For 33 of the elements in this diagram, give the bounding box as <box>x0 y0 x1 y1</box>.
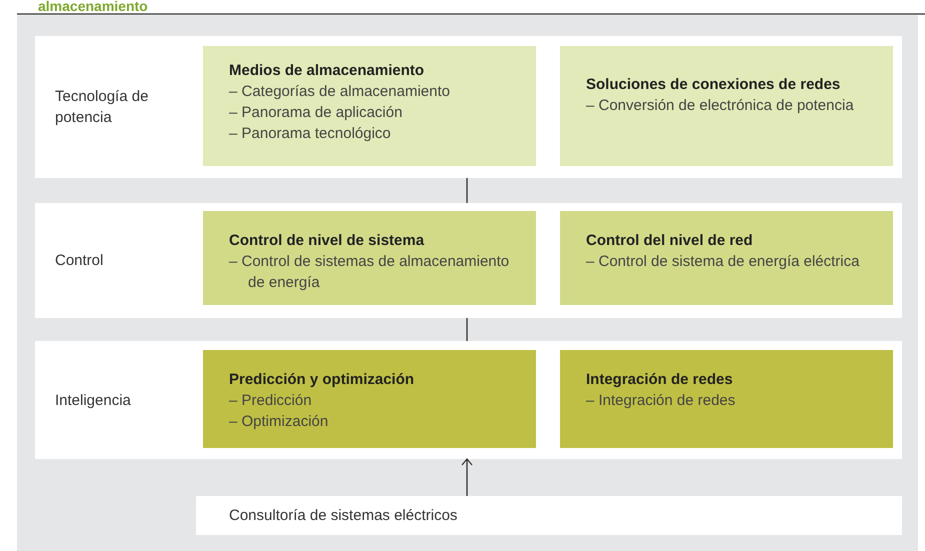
layer-band <box>196 496 902 535</box>
list-item: – Control de sistema de energía eléctrica <box>586 252 860 272</box>
category-box <box>203 211 536 305</box>
title: almacenamiento <box>38 0 148 14</box>
layer-band <box>35 203 902 318</box>
box-heading: Control del nivel de red <box>586 231 754 251</box>
arrow <box>461 458 473 496</box>
list-item: – Control de sistemas de almacenamiento de energía <box>229 252 510 293</box>
connector-line <box>466 318 468 341</box>
list-item: – Conversión de electrónica de potencia <box>586 96 855 116</box>
list-item: – Panorama tecnológico <box>229 124 392 144</box>
box-heading: Medios de almacenamiento <box>229 61 426 81</box>
list-item: – Predicción <box>229 391 313 411</box>
layer-label: Inteligencia <box>55 390 132 410</box>
list-item: – Optimización <box>229 412 330 432</box>
box-heading: Soluciones de conexiones de redes <box>586 75 842 95</box>
box-heading: Control de nivel de sistema <box>229 231 426 251</box>
category-box <box>560 211 893 305</box>
list-item: – Integración de redes <box>586 391 736 411</box>
box-heading: Predicción y optimización <box>229 370 416 390</box>
layer-band <box>35 36 902 178</box>
category-box <box>560 46 893 166</box>
list-item: – Categorías de almacenamiento <box>229 82 451 102</box>
layer-band <box>35 341 902 459</box>
layer-label: Consultoría de sistemas eléctricos <box>229 506 458 526</box>
list-item: – Panorama de aplicación <box>229 103 404 123</box>
connector-line <box>466 178 468 203</box>
category-box <box>560 350 893 448</box>
box-heading: Integración de redes <box>586 370 734 390</box>
layer-label: Control <box>55 251 104 271</box>
layer-label: Tecnología de potencia <box>55 87 150 128</box>
category-box <box>203 46 536 166</box>
category-box <box>203 350 536 448</box>
